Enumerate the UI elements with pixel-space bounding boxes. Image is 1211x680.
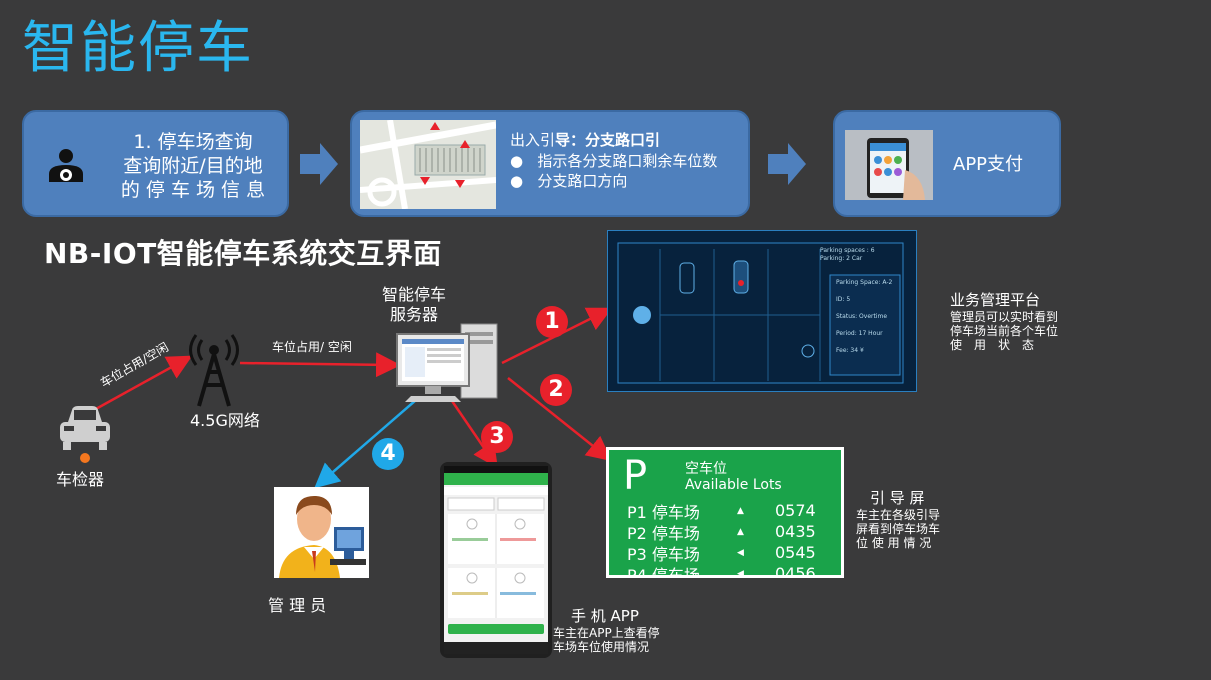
arrow-left-icon: ◀ [737, 568, 744, 578]
arrow-up-icon: ▲ [737, 526, 744, 537]
car-detector-icon [60, 406, 110, 463]
step-number-2: 2 [540, 374, 572, 406]
driver-icon [49, 149, 83, 182]
map-image [360, 120, 496, 209]
network-arrow-label: 车位占用/ 空闲 [272, 340, 352, 354]
network-tower-icon [189, 334, 239, 407]
guide-header-cn: 空车位 [685, 461, 727, 477]
server-label: 智能停车 服务器 [380, 285, 448, 325]
guide-row-name: P1 停车场 [627, 502, 700, 522]
step1-line2: 查询附近/目的地 [123, 155, 263, 177]
guide-row-count: 0545 [775, 543, 816, 562]
arrow-left-icon: ◀ [737, 547, 744, 558]
guide-row-name: P4 停车场 [627, 565, 700, 578]
guide-row: P1 停车场 ▲ 0574 [627, 500, 837, 522]
guide-p-letter: P [623, 453, 648, 499]
guide-row-name: P2 停车场 [627, 523, 700, 543]
step1-line1: 1. 停车场查询 [133, 131, 253, 153]
dashboard-period: Period: 17 Hour [836, 330, 883, 337]
dashboard-fee: Fee: 34 ¥ [836, 347, 864, 354]
step-number-4: 4 [372, 438, 404, 470]
manager-label: 管 理 员 [268, 596, 327, 615]
guide-screen: P 空车位 Available Lots P1 停车场 ▲ 0574 P2 停车… [606, 447, 844, 578]
dashboard-car: Parking: 2 Car [820, 255, 863, 262]
step2-bullet1: 指示各分支路口剩余车位数 [537, 152, 718, 170]
platform-desc-line2: 停车场当前各个车位 [950, 324, 1059, 338]
step1-line3: 的 停 车 场 信 息 [120, 179, 266, 201]
bullet-icon: ● [510, 152, 524, 170]
platform-title: 业务管理平台 [950, 291, 1041, 309]
guide-row: P2 停车场 ▲ 0435 [627, 521, 837, 543]
app-desc-line2: 车场车位使用情况 [553, 640, 650, 654]
dashboard-status: Status: Overtime [836, 313, 888, 320]
step-number-1: 1 [536, 306, 568, 338]
guide-header-en: Available Lots [685, 477, 782, 493]
guide-desc-line3: 位 使 用 情 况 [856, 536, 932, 550]
server-label-line2: 服务器 [389, 305, 438, 324]
guide-row: P4 停车场 ◀ 0456 [627, 563, 837, 578]
guide-desc-line1: 车主在各级引导 [856, 508, 941, 522]
step-entrance-guidance: 出入引导：分支路口引 ● 指示各分支路口剩余车位数 ● 分支路口方向 [350, 110, 750, 217]
step-parking-query: 1. 停车场查询 查询附近/目的地 的 停 车 场 信 息 [22, 110, 289, 217]
step2-bullet2: 分支路口方向 [537, 172, 628, 190]
platform-desc-line3: 使 用 状 态 [950, 338, 1035, 352]
bullet-icon: ● [510, 172, 524, 190]
server-computer-icon [396, 323, 498, 402]
step2-heading-bold: 导：分支路口引 [555, 131, 661, 149]
step-number-3: 3 [481, 421, 513, 453]
guide-row-count: 0574 [775, 501, 816, 520]
dashboard-id: ID: 5 [836, 296, 851, 303]
guide-row-count: 0456 [775, 564, 816, 578]
guide-row-count: 0435 [775, 522, 816, 541]
app-title: 手 机 APP [571, 607, 639, 625]
section-subtitle: NB-IOT智能停车系统交互界面 [44, 237, 442, 270]
guide-row: P3 停车场 ◀ 0545 [627, 542, 837, 564]
dashboard-spaces: Parking spaces : 6 [820, 247, 875, 254]
guide-title: 引 导 屏 [870, 489, 925, 507]
manager-image [274, 487, 369, 578]
detector-label: 车检器 [56, 470, 105, 489]
guide-row-name: P3 停车场 [627, 544, 700, 564]
phone-app-screenshot [440, 462, 552, 658]
flow-arrow-icon [300, 143, 338, 185]
platform-desc-line1: 管理员可以实时看到 [950, 310, 1059, 324]
management-dashboard: Parking spaces : 6 Parking: 2 Car Parkin… [607, 230, 917, 392]
arrow-up-icon: ▲ [737, 505, 744, 516]
network-label: 4.5G网络 [190, 411, 260, 430]
phone-payment-image [845, 130, 933, 200]
dashboard-space: Parking Space: A-2 [836, 279, 893, 286]
guide-desc-line2: 屏看到停车场车 [856, 522, 941, 536]
flow-arrow-icon [768, 143, 806, 185]
app-desc-line1: 车主在APP上查看停 [553, 626, 660, 640]
page-title: 智能停车 [22, 16, 254, 81]
step-app-payment: APP支付 [833, 110, 1061, 217]
server-label-line1: 智能停车 [381, 285, 446, 304]
step3-label: APP支付 [953, 154, 1024, 175]
step2-heading-prefix: 出入引 [510, 131, 556, 149]
